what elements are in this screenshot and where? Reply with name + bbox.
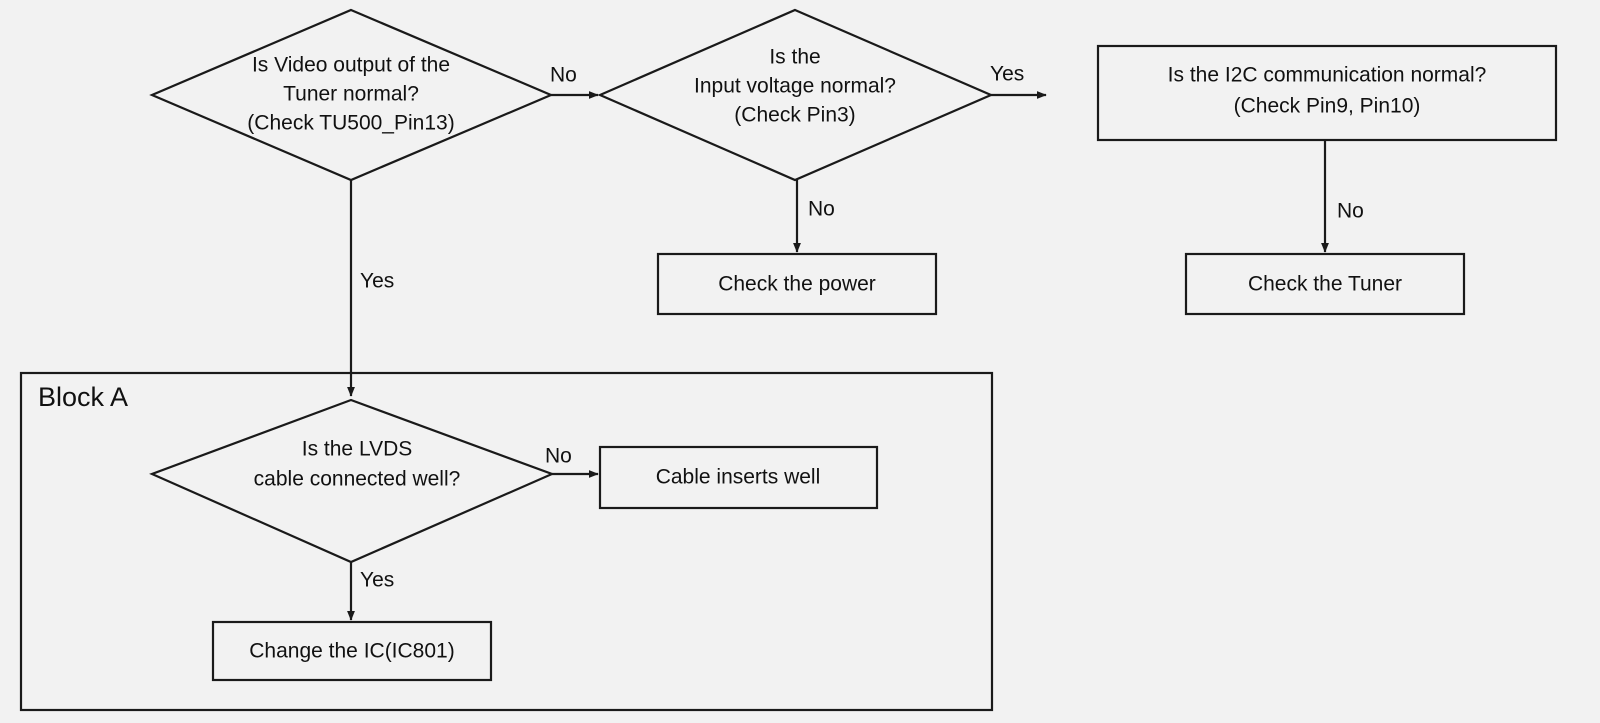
node-cable-inserts-well[interactable] bbox=[598, 445, 879, 510]
node-lvds-decision-line1: Is the LVDS bbox=[302, 438, 413, 461]
node-tuner-decision-line3: (Check TU500_Pin13) bbox=[247, 112, 454, 135]
node-voltage-decision-line2: Input voltage normal? bbox=[694, 75, 896, 98]
node-check-power-label: Check the power bbox=[718, 273, 876, 296]
node-check-tuner-label: Check the Tuner bbox=[1248, 273, 1402, 296]
edge-label-lvds-to-cable: No bbox=[545, 445, 572, 468]
node-voltage-decision[interactable] bbox=[597, 8, 994, 182]
node-tuner-decision-line1: Is Video output of the bbox=[252, 54, 450, 77]
node-tuner-decision[interactable] bbox=[149, 8, 554, 182]
node-i2c-question-line2: (Check Pin9, Pin10) bbox=[1234, 95, 1421, 118]
node-tuner-decision-line2: Tuner normal? bbox=[283, 83, 419, 106]
node-voltage-decision-line3: (Check Pin3) bbox=[734, 104, 855, 127]
edge-label-i2c-to-tuner: No bbox=[1337, 200, 1364, 223]
edge-label-voltage-yes: Yes bbox=[990, 63, 1024, 86]
node-voltage-decision-line1: Is the bbox=[769, 46, 820, 69]
node-cable-inserts-well-label: Cable inserts well bbox=[656, 466, 821, 489]
edge-label-tuner-to-block-a: Yes bbox=[360, 270, 394, 293]
node-i2c-question-line1: Is the I2C communication normal? bbox=[1168, 64, 1487, 87]
node-check-power[interactable] bbox=[656, 252, 938, 316]
group-block-a-label: Block A bbox=[38, 382, 128, 412]
node-i2c-question[interactable] bbox=[1096, 44, 1558, 142]
node-lvds-decision-line2: cable connected well? bbox=[254, 468, 461, 491]
edge-label-lvds-to-change-ic: Yes bbox=[360, 569, 394, 592]
group-block-a bbox=[19, 371, 994, 712]
node-check-tuner[interactable] bbox=[1184, 252, 1466, 316]
edge-label-voltage-to-power: No bbox=[808, 198, 835, 221]
node-lvds-decision[interactable] bbox=[149, 398, 555, 564]
node-change-ic[interactable] bbox=[211, 620, 493, 682]
edge-label-tuner-to-voltage: No bbox=[550, 64, 577, 87]
node-change-ic-label: Change the IC(IC801) bbox=[249, 640, 454, 663]
